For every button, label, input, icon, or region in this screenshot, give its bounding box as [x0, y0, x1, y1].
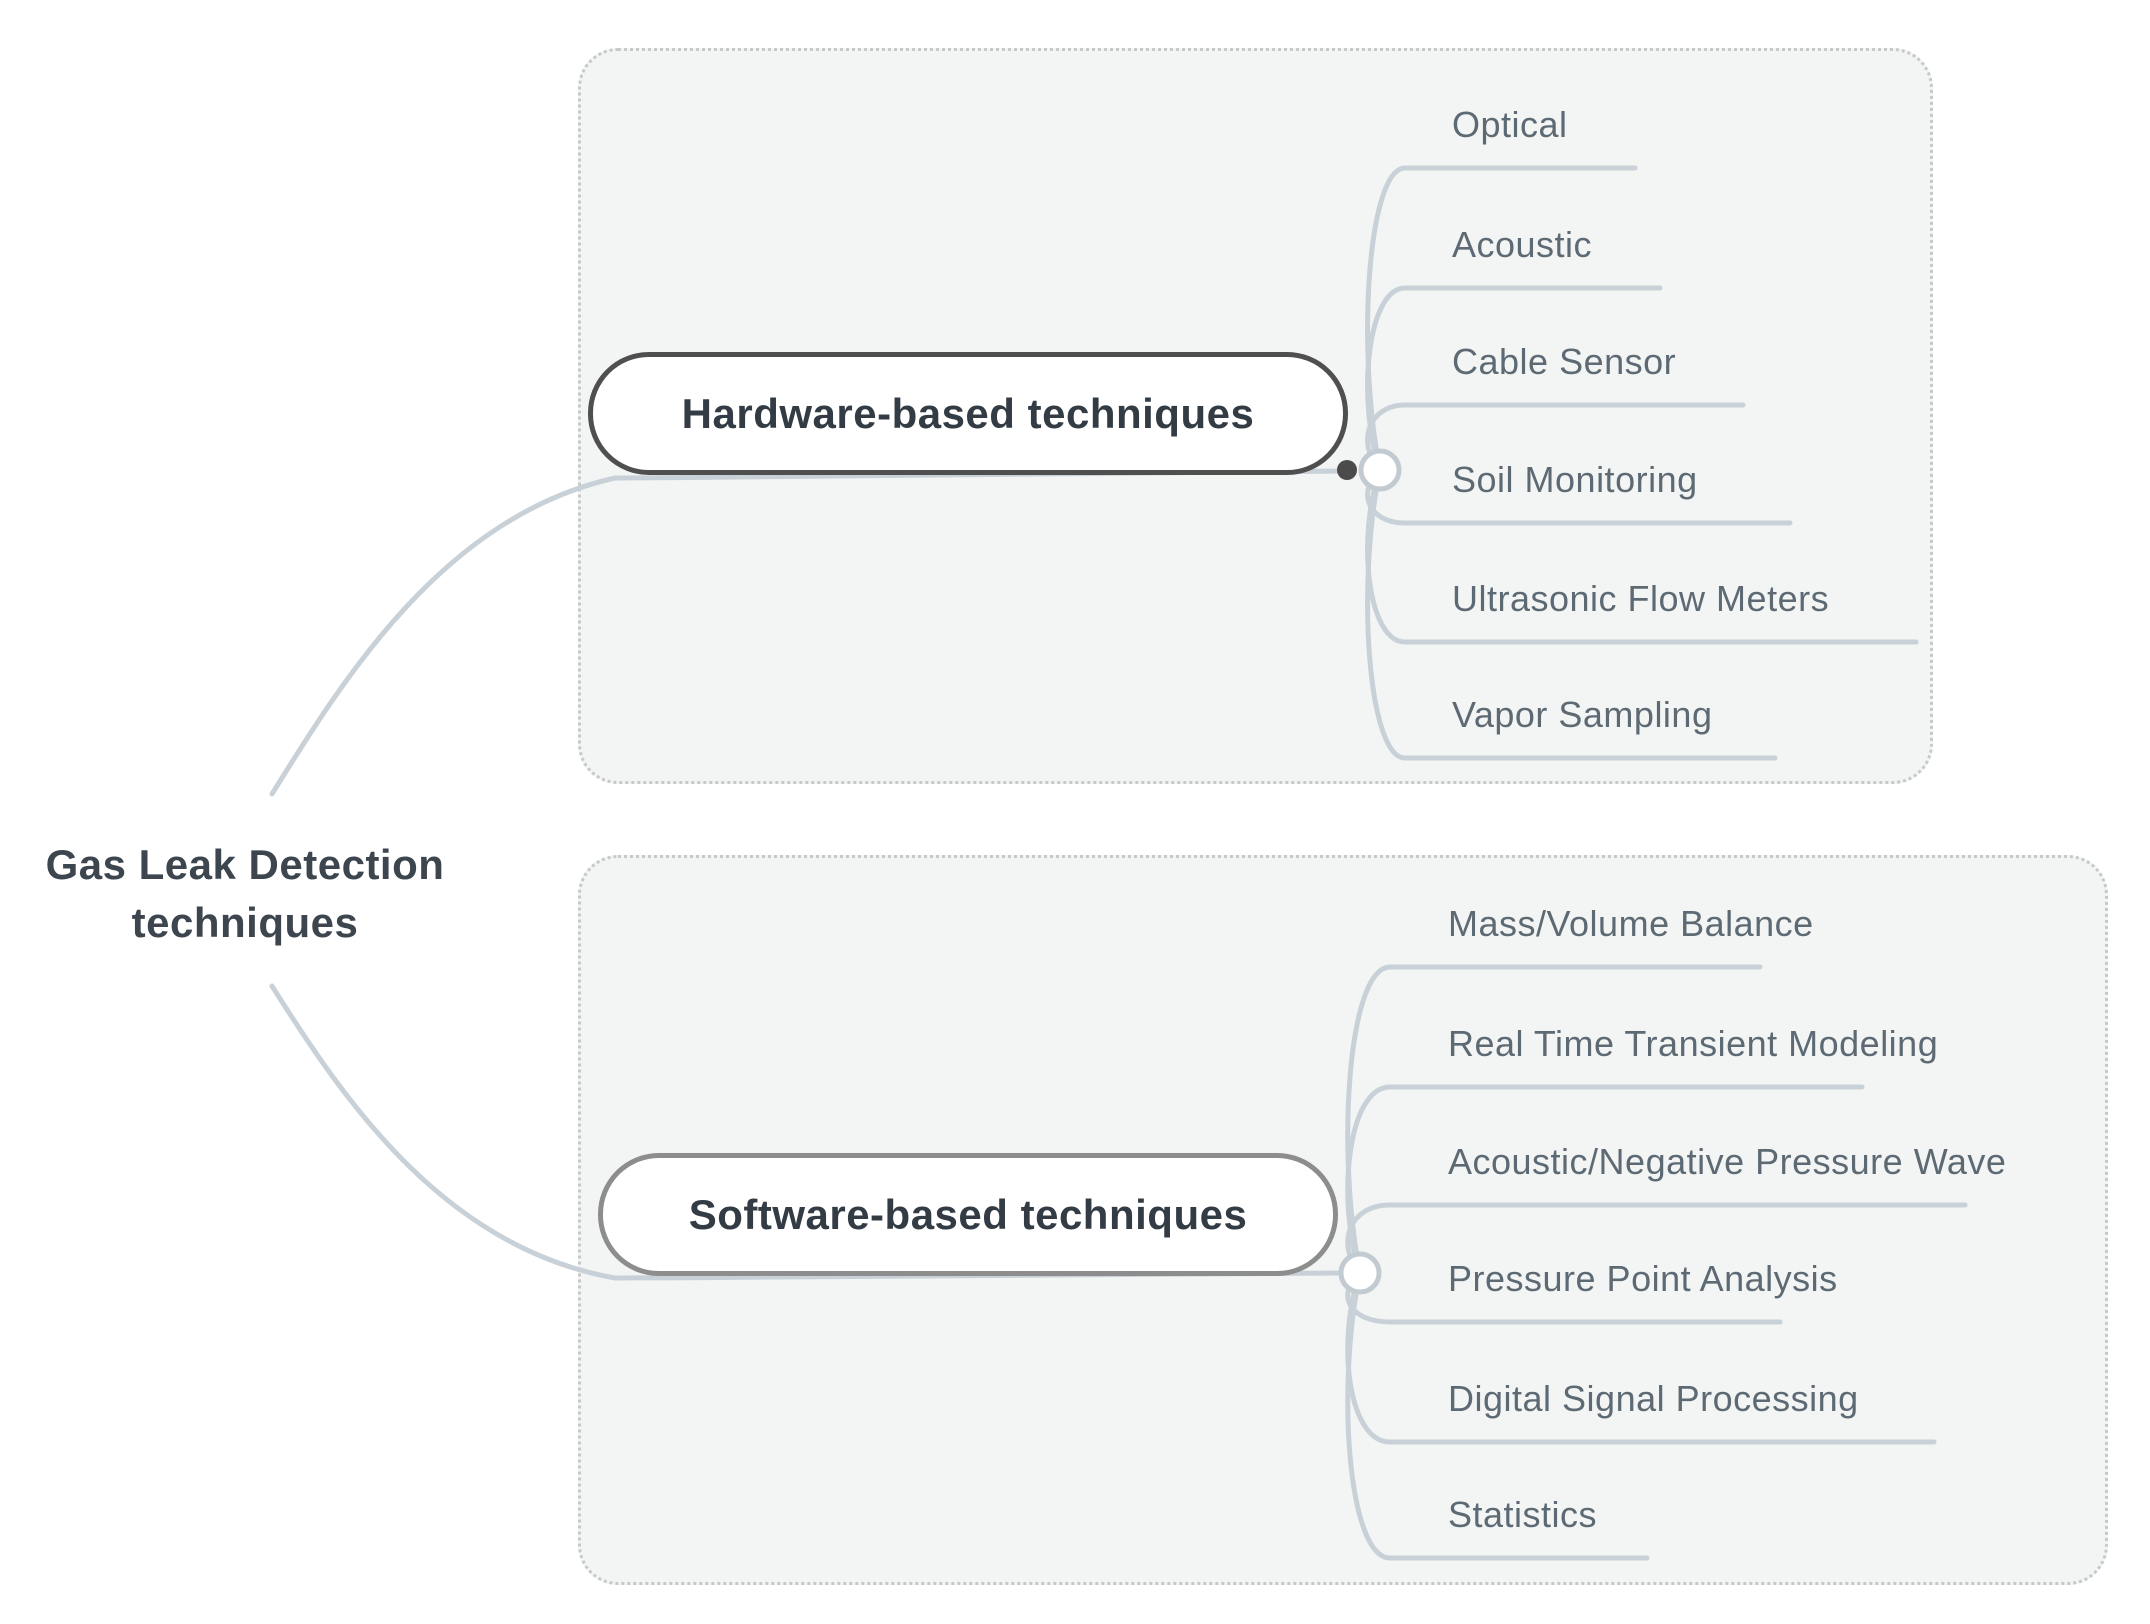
software-child-connector — [1345, 1270, 1650, 1561]
hardware-topic-node[interactable]: Hardware-based techniques — [588, 352, 1348, 475]
software-child-connector — [1345, 1084, 1865, 1276]
hardware-child-topic[interactable]: Cable Sensor — [1452, 341, 1677, 382]
hardware-child-topic[interactable]: Soil Monitoring — [1452, 459, 1698, 500]
software-child-topic[interactable]: Mass/Volume Balance — [1448, 903, 1814, 944]
hardware-child-connector — [1365, 285, 1663, 473]
hardware-hub-toggle[interactable] — [1358, 448, 1402, 492]
software-hub-toggle[interactable] — [1338, 1251, 1382, 1295]
software-child-topic[interactable]: Statistics — [1448, 1494, 1598, 1535]
software-child-topic[interactable]: Real Time Transient Modeling — [1448, 1023, 1939, 1064]
software-child-topic[interactable]: Pressure Point Analysis — [1448, 1258, 1838, 1299]
software-child-connector — [1345, 1270, 1937, 1445]
root-to-hardware-connector — [269, 468, 1351, 797]
root-topic[interactable]: Gas Leak Detection techniques — [45, 841, 445, 946]
hardware-child-connector — [1365, 467, 1778, 761]
software-topic-node[interactable]: Software-based techniques — [598, 1153, 1338, 1276]
hardware-child-topic[interactable]: Acoustic — [1452, 224, 1593, 265]
software-child-connector — [1345, 964, 1763, 1276]
hardware-connection-dot — [1337, 460, 1357, 480]
software-child-topic[interactable]: Acoustic/Negative Pressure Wave — [1448, 1141, 2007, 1182]
hardware-child-connector — [1365, 467, 1919, 645]
hardware-child-connector — [1365, 165, 1638, 473]
hardware-child-topic[interactable]: Ultrasonic Flow Meters — [1452, 578, 1830, 619]
hardware-child-topic[interactable]: Vapor Sampling — [1452, 694, 1713, 735]
hardware-child-topic[interactable]: Optical — [1452, 104, 1568, 145]
software-child-topic[interactable]: Digital Signal Processing — [1448, 1378, 1859, 1419]
